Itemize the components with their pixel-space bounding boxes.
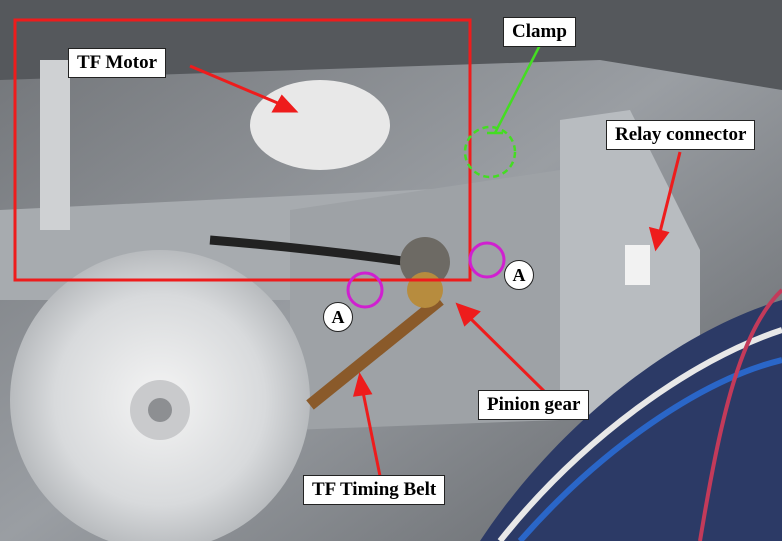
tf-motor-arrowhead: [271, 94, 299, 113]
shaft: [40, 60, 70, 230]
clamp-marker: [463, 125, 517, 179]
relay-connector-shape: [625, 245, 650, 285]
pinion-gear-shape: [407, 272, 443, 308]
tf-motor-label: TF Motor: [68, 48, 167, 78]
relay-connector-arrowhead: [648, 226, 670, 252]
timing-belt-arrowhead: [352, 372, 373, 397]
timing-belt-arrow: [361, 391, 382, 477]
red-wire: [698, 288, 782, 541]
pinion-gear-arrowhead: [455, 302, 481, 327]
pinion-gear-label: Pinion gear: [478, 390, 590, 420]
screw-a-left-marker: [346, 271, 384, 309]
screw-a-right-marker: [468, 241, 506, 279]
relay-connector-arrow: [658, 151, 682, 233]
tf-motor-arrow: [189, 64, 281, 106]
white-wire: [497, 327, 782, 541]
tf-timing-belt-label: TF Timing Belt: [303, 475, 446, 505]
clamp-label: Clamp: [503, 17, 576, 47]
timing-belt: [306, 295, 444, 410]
tf-motor-body: [250, 80, 390, 170]
pulley-axle: [148, 398, 172, 422]
motor-gear: [400, 237, 450, 287]
tf-motor-highlight-box: [13, 18, 472, 282]
relay-connector-label: Relay connector: [606, 120, 756, 150]
pinion-gear-arrow: [468, 316, 547, 394]
screw-a-right-label: A: [504, 260, 534, 290]
clamp-leader-line: [493, 44, 542, 134]
blue-wire: [517, 357, 782, 541]
screw-a-left-label: A: [323, 302, 353, 332]
